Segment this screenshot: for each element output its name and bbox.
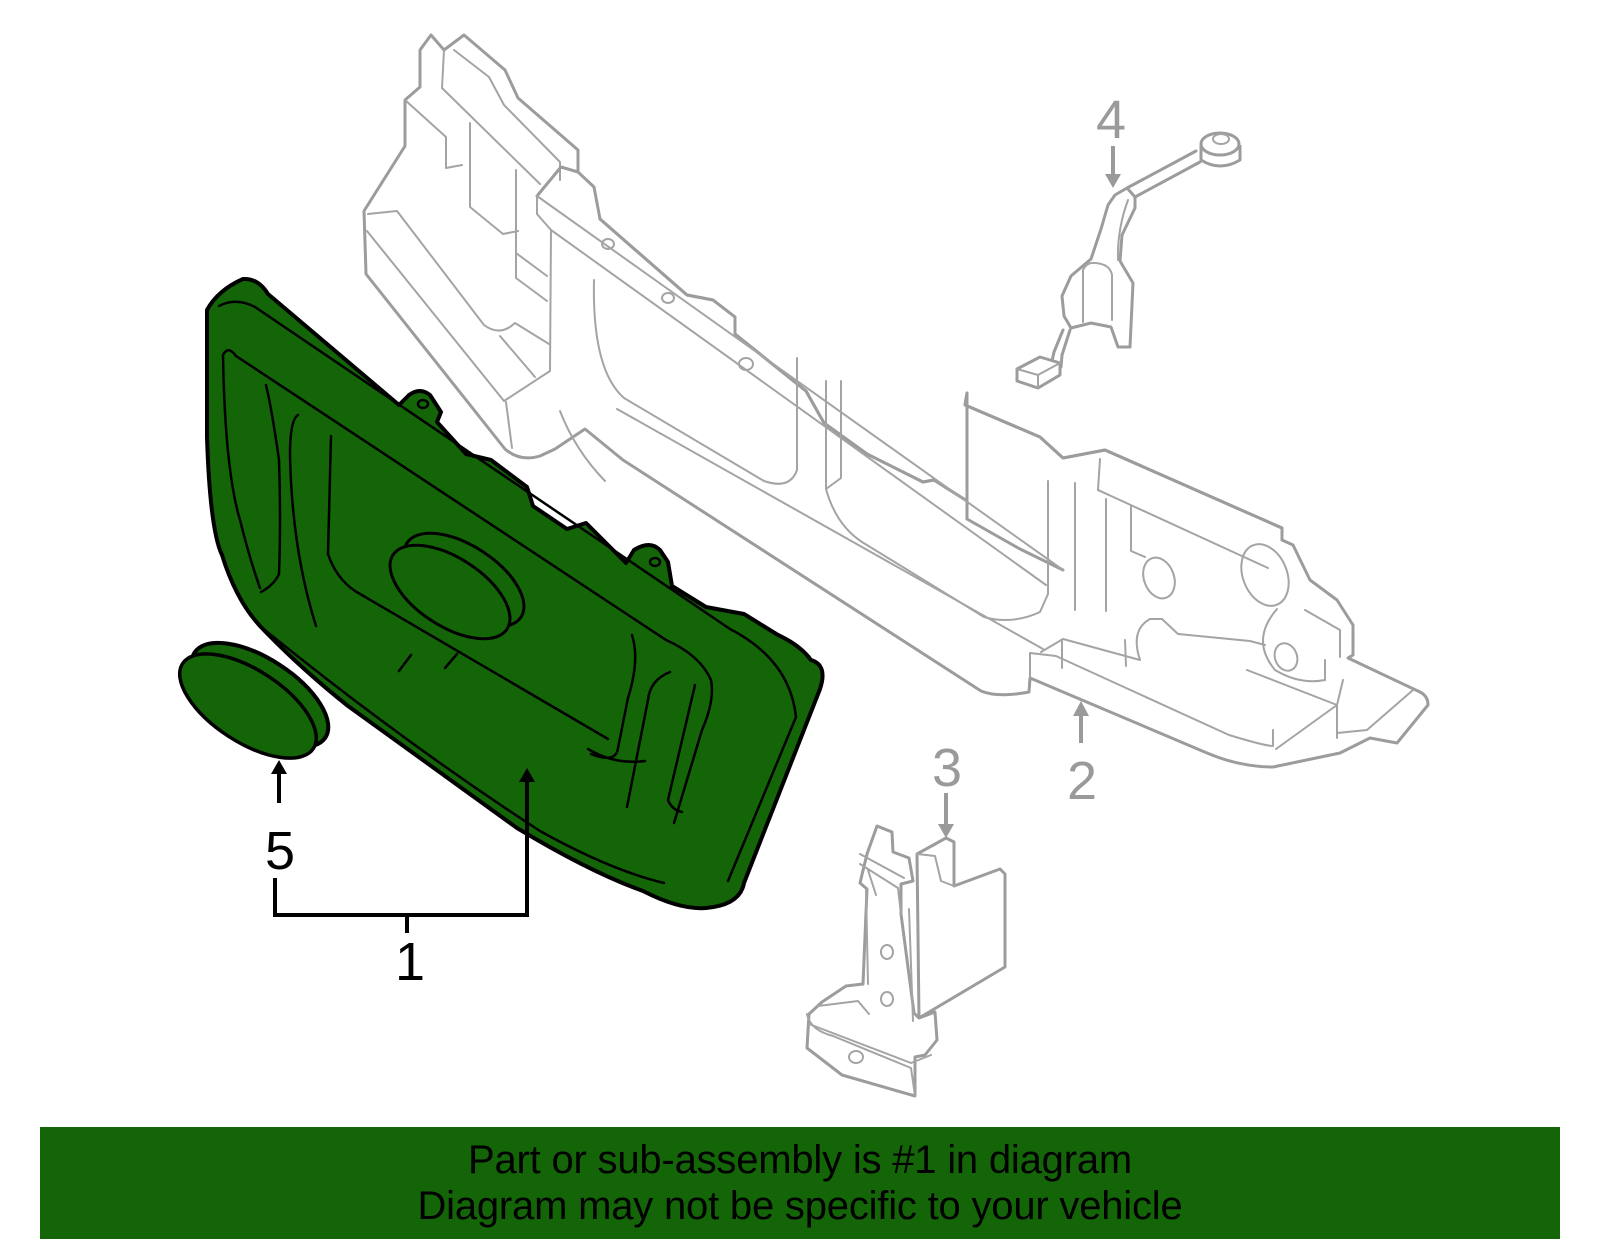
banner-line-part-info: Part or sub-assembly is #1 in diagram <box>468 1138 1132 1182</box>
radiator-support-part-2[interactable] <box>362 33 1430 769</box>
callout-4-label[interactable]: 4 <box>1095 90 1127 150</box>
banner-line-disclaimer: Diagram may not be specific to your vehi… <box>417 1184 1183 1228</box>
callout-2-label[interactable]: 2 <box>1066 751 1098 811</box>
emblem-cap-part-5[interactable] <box>163 622 345 778</box>
grille-part-1[interactable] <box>205 276 825 911</box>
info-banner: Part or sub-assembly is #1 in diagram Di… <box>40 1127 1560 1239</box>
callout-1-5-leaders <box>271 760 535 933</box>
callout-3-label[interactable]: 3 <box>931 738 963 798</box>
sensor-bracket-part-4[interactable] <box>1015 131 1242 390</box>
callout-5-label[interactable]: 5 <box>264 821 296 881</box>
callout-1-label[interactable]: 1 <box>394 932 426 992</box>
mounting-bracket-part-3[interactable] <box>805 793 1007 1098</box>
